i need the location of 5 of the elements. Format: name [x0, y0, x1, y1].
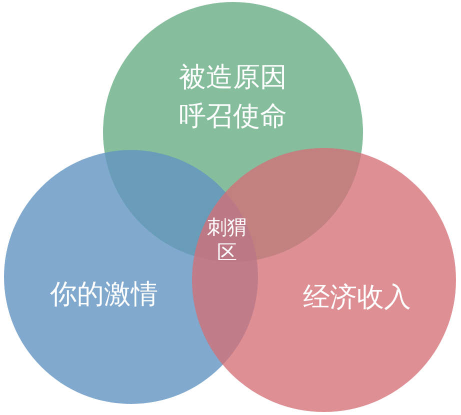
circle-label: 被造原因: [179, 60, 287, 95]
circle-label: 呼召使命: [179, 100, 287, 134]
overlap-label: 刺猬区: [207, 215, 247, 265]
circle-label: 你的激情: [50, 278, 158, 312]
circle-label: 经济收入: [303, 281, 411, 316]
